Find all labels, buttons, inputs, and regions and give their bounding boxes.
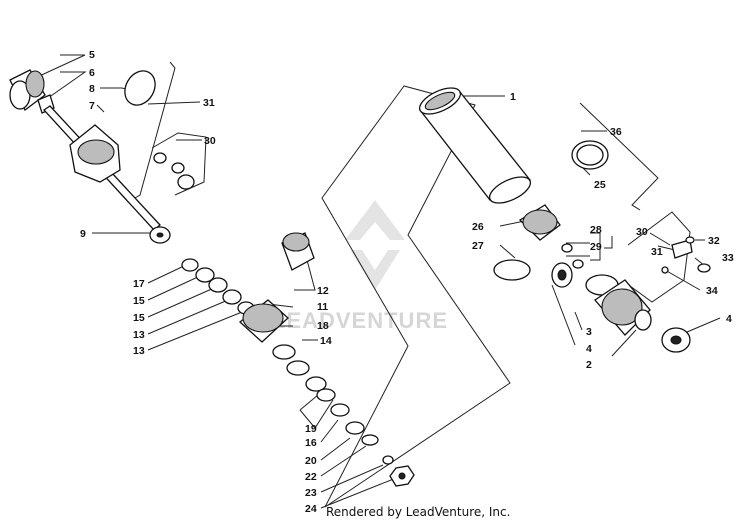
callout-4a: 4: [586, 343, 592, 355]
callout-9: 9: [80, 228, 86, 240]
callout-22: 24: [305, 503, 317, 515]
credit-text: Rendered by LeadVenture, Inc.: [326, 505, 510, 519]
callout-17: 18: [317, 320, 329, 332]
callout-33: 31: [203, 97, 215, 109]
part-24-ring: [493, 259, 531, 281]
callout-5: 5: [89, 49, 95, 61]
callout-4b: 4: [726, 313, 732, 325]
part-32-valve: [153, 152, 167, 164]
callout-20: 22: [305, 471, 317, 483]
callout-12: 13: [133, 345, 145, 357]
callout-3: 3: [586, 326, 592, 338]
part-29-o-ring: [697, 263, 711, 273]
callout-25: 25: [594, 179, 606, 191]
callout-16: 17: [133, 278, 145, 290]
watermark-logo-icon: [345, 200, 405, 290]
callout-19: 20: [305, 455, 317, 467]
callout-23: 26: [472, 221, 484, 233]
body-assembly: [418, 87, 711, 353]
callout-27: 28: [590, 224, 602, 236]
callout-34: 31: [651, 246, 663, 258]
callout-21: 23: [305, 487, 317, 499]
callout-29: 33: [722, 252, 734, 264]
watermark-text: LEADVENTURE: [272, 308, 448, 333]
callout-30: 34: [706, 285, 718, 297]
callout-14: 15: [133, 312, 145, 324]
callout-18: 19: [305, 423, 317, 435]
callout-7: 7: [89, 100, 95, 112]
callout-35: 36: [610, 126, 622, 138]
callout-labels: 5 6 8 7 31 30 9 17 15 15 13 13 12 11 18 …: [80, 49, 734, 515]
callout-13a: 13: [133, 329, 145, 341]
piston-rod-assembly: [9, 69, 195, 244]
callout-24: 27: [472, 240, 484, 252]
part-34-valve-body: [671, 239, 693, 259]
part-8-seal-ring: [124, 70, 156, 106]
callout-15a: 15: [133, 295, 145, 307]
shim-stack-lower: [286, 360, 415, 487]
callout-15b: 16: [305, 437, 317, 449]
callout-11: 12: [317, 285, 329, 297]
callout-10: 11: [317, 301, 328, 313]
callout-31: 32: [708, 235, 720, 247]
callout-13b: 14: [320, 335, 332, 347]
callout-32: 30: [204, 135, 216, 147]
callout-1: 1: [510, 91, 516, 103]
callout-2: 2: [586, 359, 592, 371]
watermark: LEADVENTURE: [272, 200, 448, 333]
leader-lines: [34, 54, 721, 509]
callout-28: 30: [636, 226, 648, 238]
shim-stack-upper: [181, 232, 315, 360]
callout-6: 6: [89, 67, 95, 79]
callout-26: 29: [590, 241, 602, 253]
callout-8: 8: [89, 83, 95, 95]
